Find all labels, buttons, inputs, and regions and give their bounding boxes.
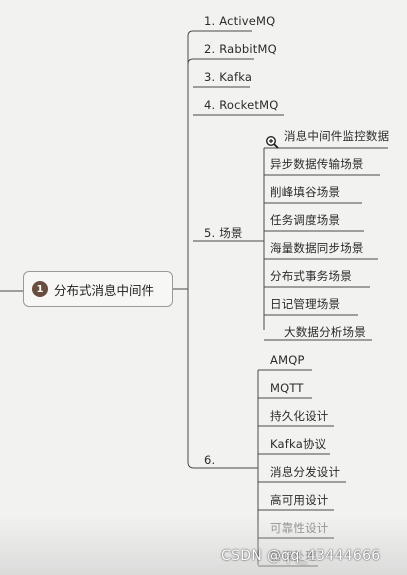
root-number-badge: 1	[32, 281, 48, 297]
six-item[interactable]: Kafka协议	[270, 437, 327, 451]
six-item[interactable]: 消息分发设计	[270, 465, 341, 479]
scene-item[interactable]: 海量数据同步场景	[270, 241, 364, 255]
branch-rocketmq[interactable]: 4. RocketMQ	[204, 98, 279, 112]
six-item[interactable]: AMQP	[270, 353, 305, 367]
branch-kafka[interactable]: 3. Kafka	[204, 70, 253, 84]
scene-item[interactable]: 削峰填谷场景	[270, 185, 341, 199]
scene-item[interactable]: 大数据分析场景	[284, 325, 366, 339]
branch-scenes[interactable]: 5. 场景	[204, 226, 243, 240]
scene-item[interactable]: 分布式事务场景	[270, 269, 352, 283]
six-item[interactable]: 可靠性设计	[270, 521, 329, 535]
branch-six[interactable]: 6.	[204, 453, 216, 467]
six-item[interactable]: MQTT	[270, 381, 304, 395]
six-item[interactable]: 持久化设计	[270, 409, 329, 423]
scene-item[interactable]: 日记管理场景	[270, 297, 341, 311]
root-topic[interactable]: 1 分布式消息中间件	[23, 271, 173, 307]
scene-item[interactable]: 任务调度场景	[270, 213, 341, 227]
root-topic-label: 分布式消息中间件	[54, 282, 155, 298]
zoom-in-icon[interactable]	[265, 135, 279, 149]
scene-item[interactable]: 消息中间件监控数据	[284, 129, 390, 143]
branch-activemq[interactable]: 1. ActiveMQ	[204, 14, 276, 28]
watermark: CSDN @qq_43444666	[221, 548, 381, 564]
six-item[interactable]: 高可用设计	[270, 493, 329, 507]
branch-rabbitmq[interactable]: 2. RabbitMQ	[204, 42, 277, 56]
scene-item[interactable]: 异步数据传输场景	[270, 157, 364, 171]
